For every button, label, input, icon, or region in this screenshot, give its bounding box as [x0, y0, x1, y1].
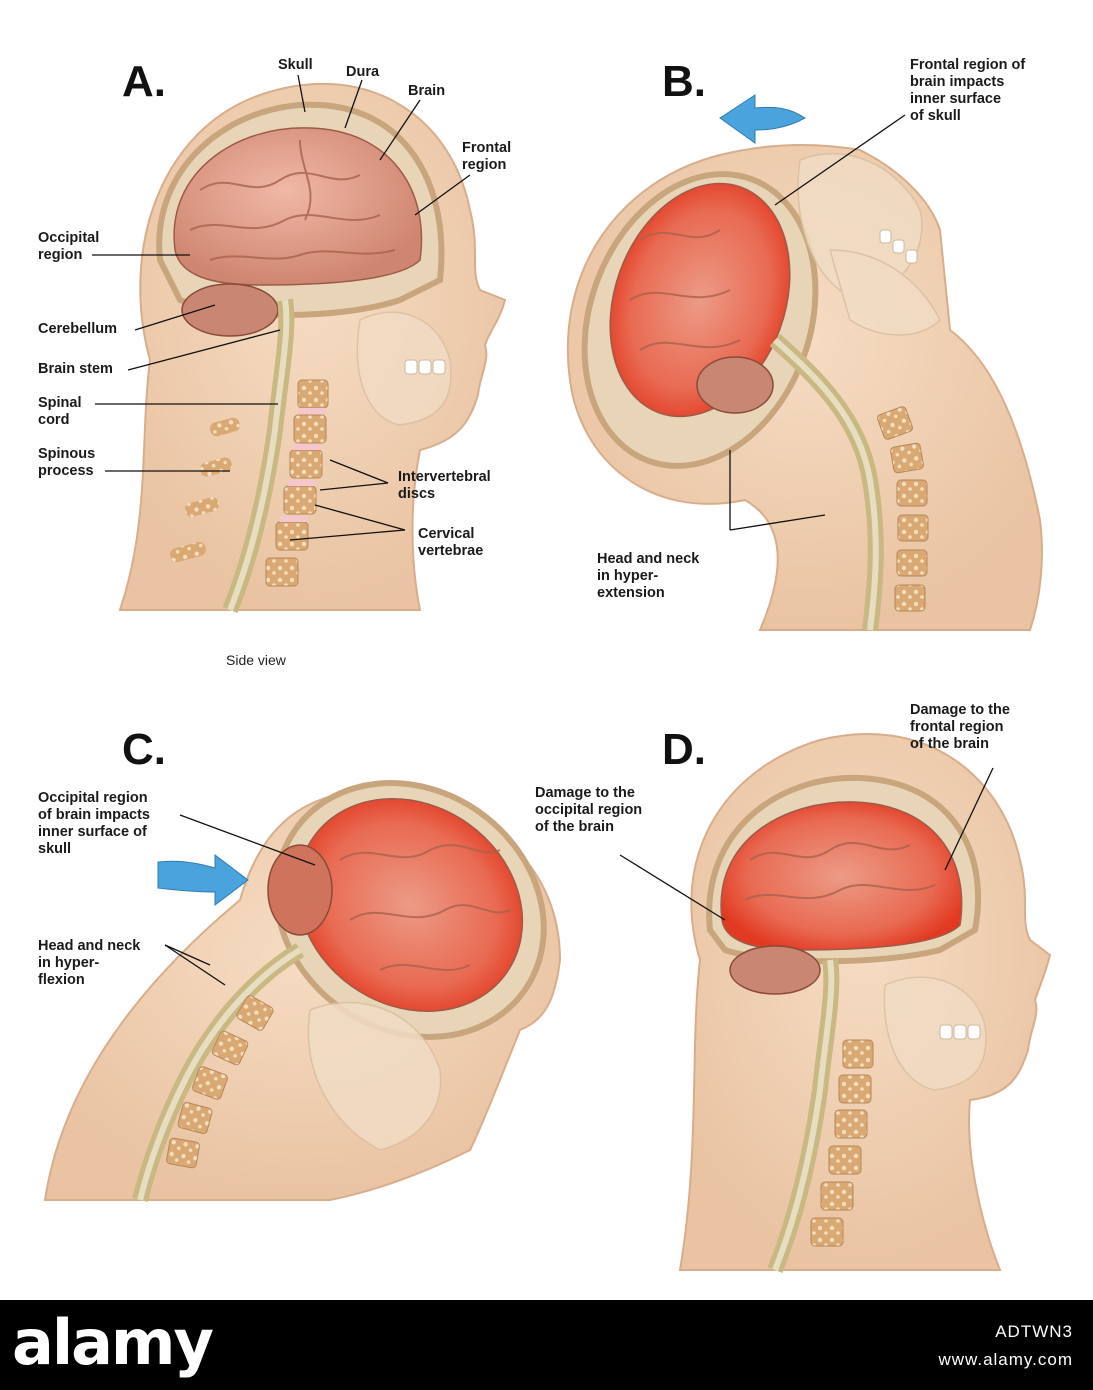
panel-c-motion-arrow — [157, 853, 249, 907]
label-hyperextension: Head and neck in hyper- extension — [597, 551, 700, 601]
panel-b-face — [797, 152, 941, 336]
panel-d-vertebrae — [810, 1039, 874, 1247]
label-intervertebral-discs: Intervertebral discs — [398, 469, 491, 502]
panel-b-motion-arrow — [719, 94, 806, 144]
panel-a-letter: A. — [122, 57, 166, 106]
label-frontal-damage: Damage to the frontal region of the brai… — [910, 702, 1010, 752]
panel-c-vertebrae — [166, 995, 274, 1169]
label-cerebellum: Cerebellum — [38, 321, 117, 337]
label-occipital-impact: Occipital region of brain impacts inner … — [38, 790, 150, 857]
alamy-logo: alamy — [12, 1306, 214, 1379]
panel-d-jaw — [883, 976, 987, 1091]
label-frontal-impact: Frontal region of brain impacts inner su… — [910, 57, 1026, 124]
panel-c-cerebellum — [267, 844, 333, 936]
label-spinous-process: Spinous process — [38, 446, 96, 479]
panel-b-vertebrae — [877, 406, 929, 612]
panel-c-letter: C. — [122, 725, 166, 774]
label-skull: Skull — [278, 57, 313, 73]
label-occipital-region: Occipital region — [38, 230, 100, 263]
panel-c-face — [307, 1001, 442, 1151]
panel-b-figure — [566, 94, 1043, 631]
label-brain-stem: Brain stem — [38, 361, 113, 377]
panel-c-figure — [43, 780, 562, 1202]
label-dura: Dura — [346, 64, 380, 80]
anatomy-illustration — [43, 74, 1052, 1273]
label-spinal-cord: Spinal cord — [38, 395, 82, 428]
panel-d-figure — [619, 732, 1052, 1273]
panel-a-spinous-processes — [170, 417, 240, 563]
watermark-footer: alamy ADTWN3 www.alamy.com — [0, 1300, 1093, 1390]
panel-a-figure — [92, 74, 507, 613]
image-id: ADTWN3 — [995, 1322, 1073, 1341]
panel-a-jaw — [356, 311, 452, 426]
panel-a-cerebellum — [181, 283, 279, 337]
panel-d-letter: D. — [662, 725, 706, 774]
panel-b-cerebellum — [696, 356, 774, 414]
panel-d-cerebellum — [729, 945, 821, 995]
label-cervical-vertebrae: Cervical vertebrae — [418, 526, 484, 559]
caption-side-view: Side view — [226, 652, 286, 668]
panel-b-letter: B. — [662, 57, 706, 106]
label-occipital-damage: Damage to the occipital region of the br… — [535, 785, 643, 835]
label-brain: Brain — [408, 83, 446, 99]
label-frontal-region: Frontal region — [462, 140, 512, 173]
panel-a-vertebrae — [265, 379, 329, 587]
label-hyperflexion: Head and neck in hyper- flexion — [38, 938, 141, 988]
footer-url[interactable]: www.alamy.com — [938, 1350, 1073, 1369]
panel-c-brain — [296, 797, 524, 1013]
